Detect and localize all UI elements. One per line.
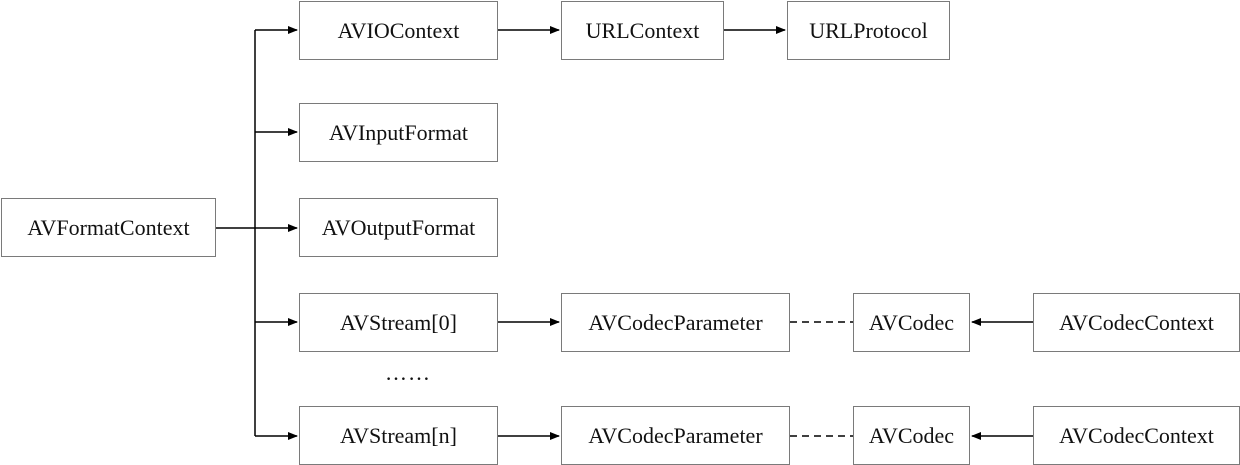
node-avcodeccontext-0: AVCodecContext [1033,293,1240,352]
node-avcodec-n: AVCodec [853,406,970,465]
node-avcodecparameter-0: AVCodecParameter [561,293,790,352]
node-avinputformat: AVInputFormat [299,103,498,162]
node-avoutputformat: AVOutputFormat [299,198,498,257]
node-avformatcontext: AVFormatContext [1,198,216,257]
streams-ellipsis: …… [385,360,431,385]
node-urlprotocol: URLProtocol [787,1,950,60]
node-aviocontext: AVIOContext [299,1,498,60]
node-avcodeccontext-n: AVCodecContext [1033,406,1240,465]
node-avcodecparameter-n: AVCodecParameter [561,406,790,465]
node-avstream-n: AVStream[n] [299,406,498,465]
node-avstream-0: AVStream[0] [299,293,498,352]
node-avcodec-0: AVCodec [853,293,970,352]
node-urlcontext: URLContext [561,1,724,60]
